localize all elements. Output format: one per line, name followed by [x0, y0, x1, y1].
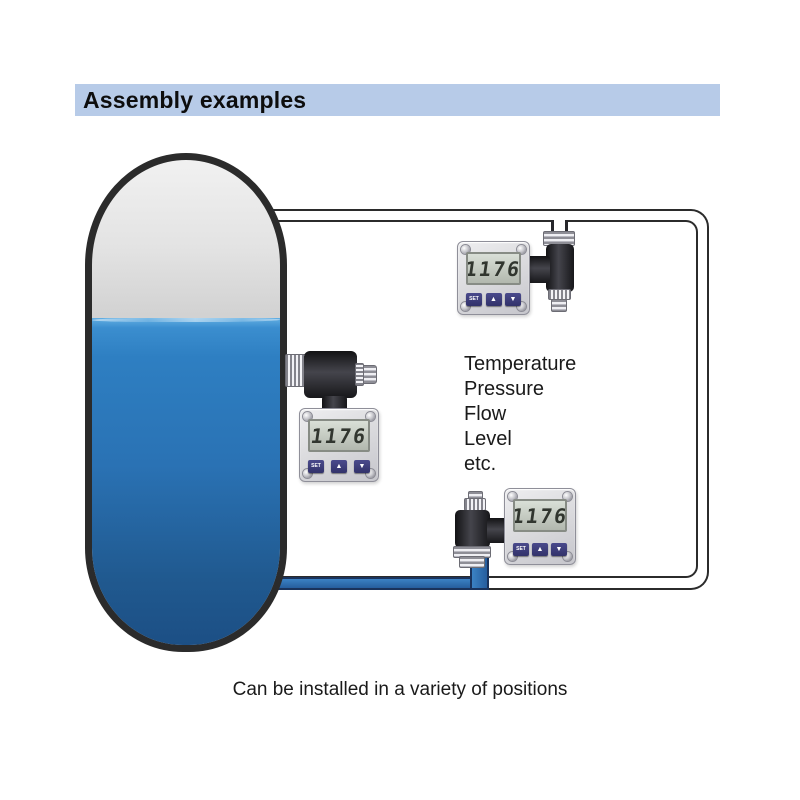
set-button: SET	[466, 293, 482, 306]
screw-icon	[303, 469, 312, 478]
up-button: ▲	[485, 293, 502, 306]
t-body	[455, 510, 490, 548]
lcd-value: 1176	[513, 503, 567, 528]
lcd-value: 1176	[466, 256, 521, 281]
lcd-display: 1176	[513, 499, 567, 532]
set-button: SET	[308, 460, 324, 473]
measurand-item: Pressure	[464, 378, 545, 400]
caption: Can be installed in a variety of positio…	[232, 679, 568, 700]
set-button: SET	[513, 543, 529, 556]
up-button: ▲	[532, 543, 548, 556]
screw-icon	[366, 469, 375, 478]
screw-icon	[563, 492, 572, 501]
display-housing: 1176 SET ▲ ▼	[299, 408, 379, 482]
measurand-item: etc.	[464, 453, 497, 475]
pipe-loop-outer-line	[271, 209, 709, 590]
screw-icon	[508, 552, 517, 561]
screw-icon	[461, 302, 470, 311]
pipe-blue-bottom	[277, 577, 489, 590]
display-housing: 1176 SET ▲ ▼	[504, 488, 576, 565]
display-housing: 1176 SET ▲ ▼	[457, 241, 530, 315]
screw-icon	[517, 245, 526, 254]
page-title: Assembly examples	[83, 86, 307, 113]
screw-icon	[563, 552, 572, 561]
screw-icon	[366, 412, 375, 421]
button-row: SET ▲ ▼	[466, 293, 521, 306]
lcd-value: 1176	[309, 423, 369, 448]
lcd-display: 1176	[466, 252, 521, 285]
screw-icon	[461, 245, 470, 254]
down-button: ▼	[354, 460, 370, 473]
up-button: ▲	[331, 460, 347, 473]
button-row: SET ▲ ▼	[308, 460, 370, 473]
down-button: ▼	[551, 543, 567, 556]
measurand-item: Flow	[464, 403, 507, 425]
m12-connector-tip	[363, 365, 377, 384]
tank-liquid	[92, 318, 280, 645]
t-body	[546, 244, 574, 292]
thread-fitting	[459, 556, 485, 568]
down-button: ▼	[505, 293, 521, 306]
screw-icon	[517, 302, 526, 311]
measurand-item: Temperature	[464, 353, 577, 375]
t-arm	[487, 518, 508, 543]
t-body	[304, 351, 357, 398]
title-bar: Assembly examples	[75, 84, 720, 116]
button-row: SET ▲ ▼	[513, 543, 567, 556]
t-neck	[322, 396, 347, 411]
lcd-display: 1176	[308, 419, 370, 452]
screw-icon	[508, 492, 517, 501]
m12-connector-tip	[551, 299, 567, 312]
tank	[85, 153, 287, 652]
screw-icon	[303, 412, 312, 421]
measurand-item: Level	[464, 428, 512, 450]
process-stub	[551, 220, 568, 234]
measurand-list: Temperature Pressure Flow Level etc.	[464, 352, 576, 477]
